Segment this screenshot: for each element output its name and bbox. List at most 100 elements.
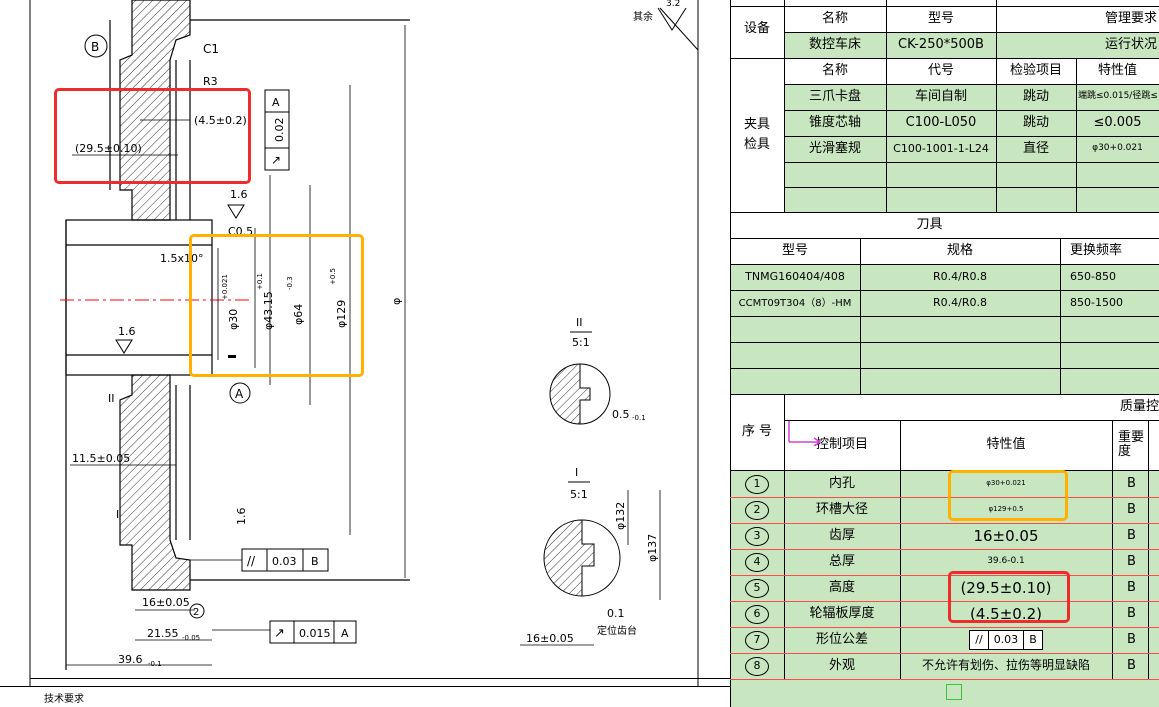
tools-empty-cell (1060, 316, 1159, 342)
datum-a-circle (229, 382, 251, 404)
tools-empty-cell (730, 342, 860, 368)
tools-empty-cell (860, 342, 1060, 368)
quality-row-value: φ129+0.5 (900, 497, 1112, 523)
parallel-icon: // (247, 554, 256, 568)
quality-row-grade: B (1112, 627, 1159, 653)
fixture-empty-cell (886, 162, 996, 187)
dia-129: φ129 (335, 300, 348, 328)
roughness-triangle-icon (115, 339, 133, 354)
detail-i-16: 16±0.05 (526, 632, 574, 645)
parallel-ref: B (311, 555, 319, 568)
fixture-empty-cell (1076, 162, 1159, 187)
chamfer-c05: C0.5 (228, 225, 253, 238)
quality-row-grade: B (1112, 523, 1159, 549)
detail-i-d137: φ137 (646, 534, 659, 562)
quality-header-grade: 重要度 (1112, 420, 1148, 470)
fixture-header-value: 特性值 (1076, 58, 1159, 84)
tools-r2-model: CCMT09T304（8）-HM (730, 290, 860, 316)
roughness-3: 1.6 (235, 508, 248, 526)
tools-r2-spec: R0.4/R0.8 (860, 290, 1060, 316)
fixture-section-line1: 夹具 (743, 116, 770, 132)
cursor-icon (788, 420, 822, 446)
fixture-section-line2: 检具 (743, 137, 770, 152)
fixture-r2-check: 跳动 (996, 110, 1076, 136)
dim-16: 16±0.05 (142, 596, 190, 609)
fixture-empty-cell (996, 162, 1076, 187)
parallel-value: 0.03 (272, 555, 297, 568)
detail-ii-section (549, 363, 591, 425)
quality-row-value: // 0.03 B (900, 627, 1112, 653)
engineering-drawing: B C1 R3 (4.5±0.2) (29.5±0.10) A 0.02 ↗ 1… (29, 0, 699, 686)
tools-empty-cell (1060, 368, 1159, 394)
quality-row-item: 高度 (784, 575, 900, 601)
quality-no-circle: 4 (745, 552, 769, 572)
fixture-empty-cell (784, 187, 886, 212)
quality-row-no: 3 (730, 523, 784, 549)
quality-row-item: 形位公差 (784, 627, 900, 653)
quality-row-value: φ30+0.021 (900, 471, 1112, 497)
runout-value: 0.02 (273, 118, 286, 143)
equipment-model: CK-250*500B (886, 32, 996, 58)
detail-ii-marker: II (108, 392, 115, 405)
fixture-header-code: 代号 (886, 58, 996, 84)
quality-no-circle: 8 (745, 656, 769, 676)
datum-a: A (235, 387, 244, 401)
tools-r1-freq: 650-850 (1060, 264, 1159, 290)
top-roughness: 3.2 (666, 0, 680, 9)
datum-b: B (91, 40, 99, 54)
dia-outer: φ (390, 298, 403, 305)
tools-empty-cell (1060, 342, 1159, 368)
fixture-empty-cell (996, 187, 1076, 212)
drawing-labels: B C1 R3 (4.5±0.2) (29.5±0.10) A 0.02 ↗ 1… (72, 0, 687, 668)
dia-43: φ43.15 (262, 291, 275, 330)
detail-i-title: I (575, 466, 578, 479)
dim-39-6-tol: -0.1 (148, 660, 162, 668)
fixture-r3-check: 直径 (996, 136, 1076, 162)
dimension-lines (66, 25, 406, 666)
quality-empty-row (730, 679, 1159, 707)
fixture-r2-name: 锥度芯轴 (784, 110, 886, 136)
quality-row-value: (29.5±0.10) (900, 575, 1112, 601)
fixture-empty-cell (886, 187, 996, 212)
dia-30: φ30 (227, 309, 240, 330)
quality-header-item: 控制项目 (784, 420, 900, 470)
detail-i-locating: 定位齿台 (597, 624, 637, 637)
quality-row-grade: B (1112, 601, 1159, 627)
equipment-header-name: 名称 (784, 6, 886, 32)
roughness-triangle-icon (227, 204, 245, 219)
parallelism-ref: B (1029, 632, 1037, 646)
quality-row-value: (4.5±0.2) (900, 601, 1112, 627)
quality-row-no: 4 (730, 549, 784, 575)
runout-ref-a: A (272, 96, 280, 109)
quality-row-no: 8 (730, 653, 784, 679)
dia-129-tol: +0.5 (329, 268, 337, 285)
detail-ii-scale: 5:1 (572, 336, 590, 349)
runout-arrow-icon: ↗ (271, 153, 281, 167)
equipment-header-mgmt: 管理要求 (996, 6, 1159, 32)
detail-ii-dim-tol: -0.1 (632, 414, 646, 422)
quality-row-no: 6 (730, 601, 784, 627)
fixture-section: 夹具 检具 (730, 58, 784, 212)
quality-title: 质量控 (784, 394, 1159, 420)
quality-row-no: 5 (730, 575, 784, 601)
tools-title: 刀具 (730, 212, 1159, 238)
gear-section (65, 0, 410, 670)
fixture-r3-name: 光滑塞规 (784, 136, 886, 162)
quality-row-no: 1 (730, 471, 784, 497)
selection-marker (946, 684, 962, 700)
frame-lines (29, 0, 699, 686)
equipment-status: 运行状况 (996, 32, 1159, 58)
quality-row-grade: B (1112, 575, 1159, 601)
chamfer-1-5: 1.5x10° (160, 252, 204, 265)
parallel-icon: // (970, 631, 989, 649)
tools-empty-cell (860, 316, 1060, 342)
quality-no-circle: 2 (745, 500, 769, 520)
quality-row-item: 内孔 (784, 471, 900, 497)
fixture-r1-check: 跳动 (996, 84, 1076, 110)
fixture-empty-cell (1076, 187, 1159, 212)
tech-requirements-label: 技术要求 (44, 694, 84, 705)
equipment-section: 设备 (730, 0, 784, 58)
equipment-name: 数控车床 (784, 32, 886, 58)
fixture-r3-code: C100-1001-1-L24 (886, 136, 996, 162)
dia-30-tol: +0.021 (221, 274, 229, 300)
